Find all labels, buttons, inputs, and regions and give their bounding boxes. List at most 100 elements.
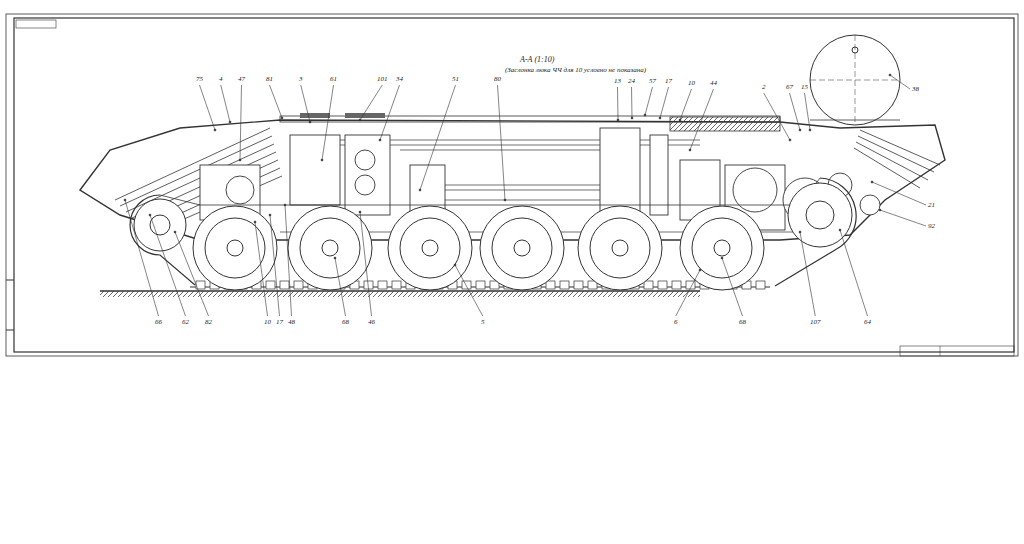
leader-line	[420, 85, 456, 190]
leader-dot	[254, 221, 256, 223]
callout-number: 57	[649, 77, 656, 85]
callout-number: 15	[801, 83, 808, 91]
leader-line	[221, 85, 230, 122]
leader-dot	[321, 159, 323, 161]
leader-line	[645, 87, 653, 115]
callout-number: 80	[494, 75, 501, 83]
callout-number: 107	[810, 318, 821, 326]
callout-number: 62	[182, 318, 189, 326]
leader-line	[270, 85, 283, 118]
callout-number: 5	[481, 318, 485, 326]
leader-dot	[281, 117, 283, 119]
leader-dot	[149, 214, 151, 216]
leader-line	[301, 85, 310, 122]
leader-line	[322, 85, 334, 160]
leader-line	[880, 210, 926, 226]
callout-number: 68	[739, 318, 746, 326]
leader-dot	[174, 231, 176, 233]
callout-number: 34	[396, 75, 403, 83]
leader-dot	[359, 211, 361, 213]
leader-dot	[229, 121, 231, 123]
leader-line	[690, 89, 714, 150]
leader-dot	[721, 257, 723, 259]
leader-line	[840, 230, 868, 316]
callout-number: 24	[628, 77, 635, 85]
callout-number: 17	[276, 318, 283, 326]
leader-dot	[689, 149, 691, 151]
callout-number: 46	[368, 318, 375, 326]
callout-number: 66	[155, 318, 162, 326]
leader-line	[800, 232, 815, 316]
leader-line	[722, 258, 743, 316]
leader-line	[255, 222, 268, 316]
leader-dot	[379, 139, 381, 141]
leader-dot	[359, 119, 361, 121]
callout-number: 10	[264, 318, 271, 326]
callout-number: 101	[377, 75, 388, 83]
leader-dot	[799, 231, 801, 233]
leader-dot	[504, 199, 506, 201]
callout-number: 44	[710, 79, 717, 87]
leader-dot	[284, 204, 286, 206]
leader-line	[660, 87, 669, 118]
leader-line	[764, 93, 790, 140]
leader-line	[270, 215, 280, 316]
leader-line	[455, 265, 483, 316]
leader-dot	[699, 269, 701, 271]
leader-dot	[871, 181, 873, 183]
leader-dot	[809, 129, 811, 131]
callout-number: 38	[912, 85, 919, 93]
leader-line	[790, 93, 801, 130]
leader-dot	[269, 214, 271, 216]
leader-line	[805, 93, 811, 130]
leader-dot	[879, 209, 881, 211]
leader-line	[872, 182, 926, 205]
callout-number: 3	[299, 75, 303, 83]
leader-dot	[659, 117, 661, 119]
leader-dot	[454, 264, 456, 266]
leader-dot	[799, 129, 801, 131]
section-title: А-А (1:10)	[520, 55, 554, 64]
leader-dot	[124, 199, 126, 201]
callout-number: 82	[205, 318, 212, 326]
leader-line	[498, 85, 506, 200]
leader-dot	[617, 119, 619, 121]
callout-number: 48	[288, 318, 295, 326]
leader-line	[631, 87, 633, 118]
section-note: (Заслонка люка ЧЧ для 10 условно не пока…	[505, 66, 646, 74]
leader-dot	[239, 159, 241, 161]
leader-dot	[789, 139, 791, 141]
leader-line	[240, 85, 242, 160]
leader-line	[150, 215, 186, 316]
leader-line	[285, 205, 292, 316]
callout-number: 61	[330, 75, 337, 83]
leader-dot	[309, 121, 311, 123]
callout-number: 92	[928, 222, 935, 230]
leader-dot	[419, 189, 421, 191]
leader-line	[890, 75, 910, 89]
leader-dot	[839, 229, 841, 231]
callout-number: 68	[342, 318, 349, 326]
leader-line	[380, 85, 400, 140]
callout-number: 81	[266, 75, 273, 83]
callout-number: 67	[786, 83, 793, 91]
leader-dot	[679, 119, 681, 121]
leader-dot	[214, 129, 216, 131]
callout-number: 2	[762, 83, 766, 91]
leader-dot	[334, 257, 336, 259]
leader-line	[175, 232, 209, 316]
callout-number: 64	[864, 318, 871, 326]
leader-dot	[644, 114, 646, 116]
callout-number: 4	[219, 75, 223, 83]
leader-line	[676, 270, 700, 316]
leader-line	[360, 85, 382, 120]
leader-line	[360, 212, 372, 316]
callout-number: 6	[674, 318, 678, 326]
leader-line	[200, 85, 216, 130]
leader-line	[125, 200, 159, 316]
callout-number: 51	[452, 75, 459, 83]
callout-number: 47	[238, 75, 245, 83]
